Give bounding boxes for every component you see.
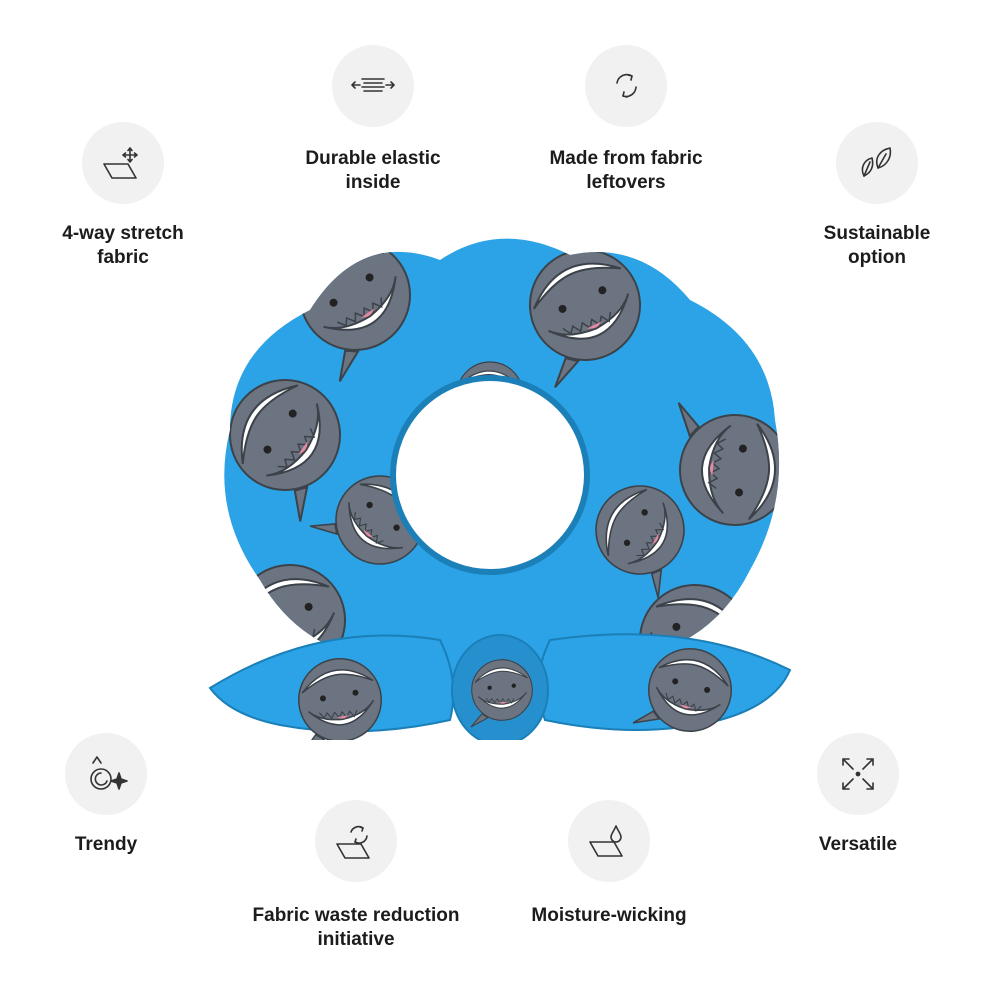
feature-label: Durable elastic inside [305, 148, 441, 193]
feature-label: Fabric waste reduction initiative [252, 905, 460, 950]
feature-stretch: 4-way stretch fabric [3, 122, 243, 270]
feature-versatile: Versatile [738, 733, 978, 857]
feature-waste: Fabric waste reduction initiative [236, 800, 476, 952]
moisture-drop-icon [568, 800, 650, 882]
feature-label: Trendy [74, 834, 138, 855]
feature-sustainable: Sustainable option [757, 122, 997, 270]
recycle-icon [585, 45, 667, 127]
feature-leftovers: Made from fabric leftovers [506, 45, 746, 195]
scrunchie-bow [208, 633, 792, 740]
scrunchie-product-image [208, 238, 792, 740]
feature-trendy: Trendy [0, 733, 226, 857]
trendy-icon [65, 733, 147, 815]
expand-arrows-icon [817, 733, 899, 815]
feature-elastic: Durable elastic inside [253, 45, 493, 195]
elastic-icon [332, 45, 414, 127]
feature-label: Sustainable option [823, 223, 931, 268]
feature-label: Versatile [818, 834, 898, 855]
leaves-icon [836, 122, 918, 204]
feature-label: 4-way stretch fabric [62, 223, 184, 268]
feature-moisture: Moisture-wicking [489, 800, 729, 928]
fabric-recycle-icon [315, 800, 397, 882]
feature-label: Moisture-wicking [531, 905, 687, 926]
feature-label: Made from fabric leftovers [549, 148, 703, 193]
stretch-fabric-icon [82, 122, 164, 204]
